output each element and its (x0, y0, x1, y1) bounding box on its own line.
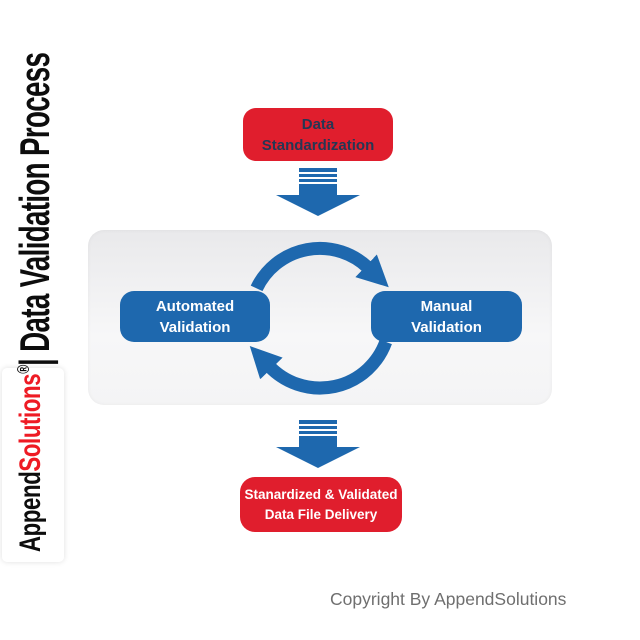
box-line: Automated (155, 297, 235, 315)
vertical-title: | Data Validation Process (11, 52, 58, 366)
automated-validation-box: Automated Validation (120, 291, 270, 342)
brand-name-black: Append (14, 471, 47, 552)
box-line: Stanardized & Validated (244, 486, 398, 502)
box-line: Data (301, 115, 335, 133)
down-arrow-icon (276, 420, 360, 468)
data-standardization-box: Data Standardization (243, 108, 393, 161)
copyright-text: Copyright By AppendSolutions (330, 589, 567, 609)
down-arrow-icon (276, 168, 360, 216)
box-line: Data File Delivery (264, 506, 378, 522)
brand-logo: AppendSolutions® (14, 365, 47, 552)
manual-validation-box: Manual Validation (371, 291, 522, 342)
registered-trademark-icon: ® (15, 365, 33, 374)
box-line: Standardization (261, 136, 375, 154)
cycle-arrows-icon (249, 241, 392, 395)
box-line: Validation (159, 318, 231, 336)
brand-card (2, 368, 64, 562)
box-line: Validation (411, 318, 482, 336)
brand-name-red: Solutions (14, 373, 47, 472)
delivery-box: Stanardized & Validated Data File Delive… (240, 477, 402, 532)
box-line: Manual (420, 297, 473, 315)
